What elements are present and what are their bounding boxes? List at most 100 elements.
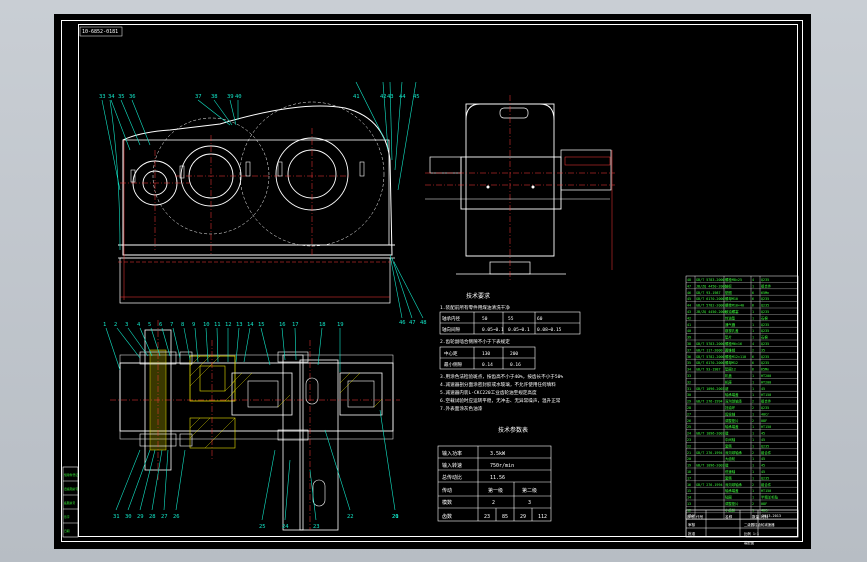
bom-cell: 40Cr — [761, 508, 769, 512]
balloon-25: 25 — [259, 524, 266, 530]
backlash-cell: 最小侧隙 — [444, 361, 462, 368]
spec-teeth-cell: 85 — [502, 514, 508, 520]
bom-cell: 1 — [752, 476, 754, 480]
bom-cell: GB/T 93-1987 — [696, 368, 721, 372]
left-strip-label: 借用件登记 — [64, 473, 78, 477]
bom-cell: 30 — [687, 393, 691, 397]
balloon-41: 41 — [353, 94, 360, 100]
bom-cell: 深沟球轴承 — [725, 450, 743, 455]
bom-cell: 1 — [752, 489, 754, 493]
clearance-header-cell: 50 — [482, 316, 488, 322]
bom-cell: 圆锥销 — [725, 347, 736, 352]
bom-cell: 套筒 — [725, 475, 732, 480]
bom-cell: 垫片 — [725, 335, 732, 340]
bom-cell: 螺栓M6×16 — [725, 341, 742, 346]
front-view — [101, 81, 424, 319]
balloon-22: 22 — [347, 514, 354, 520]
bom-cell: 垫圈12 — [725, 367, 736, 372]
balloon-17: 17 — [292, 322, 299, 328]
bom-cell: 17 — [687, 476, 691, 480]
spec-teeth-cell: 23 — [484, 514, 490, 520]
spec-stage-header: 第一级 — [488, 487, 503, 494]
title-block-label: 批准 — [688, 531, 696, 536]
corner-code: 10-6852-0181 — [82, 29, 118, 35]
bom-cell: HT150 — [761, 393, 771, 397]
bom-cell: Q235 — [761, 355, 769, 359]
balloon-8: 8 — [181, 322, 184, 328]
bom-cell: 1 — [752, 432, 754, 436]
bom-cell: 石棉 — [761, 335, 768, 340]
bom-cell: GB/T 6170-2000 — [696, 361, 725, 365]
tech-req-line: 3.用涂色法检验斑点，按齿高不小于40%，按齿长不小于50% — [440, 373, 563, 380]
bom-cell: 4 — [752, 278, 754, 282]
left-strip-label: 日期 — [64, 529, 70, 533]
bom-cell: 45 — [761, 457, 765, 461]
technical-requirements: 技术要求 1.装配前所有零件用煤油清洗干净2.齿轮副啮合侧隙不小于下表规定3.用… — [439, 292, 581, 412]
bom-cell: Q235 — [761, 297, 769, 301]
bom-cell: 35 — [687, 361, 691, 365]
balloon-33: 33 — [99, 94, 106, 100]
balloon-23: 23 — [313, 524, 320, 530]
bom-cell: 45 — [761, 470, 765, 474]
bom-cell: 2 — [752, 483, 754, 487]
bom-cell: 低速轴 — [725, 469, 736, 474]
bom-cell: Q235 — [761, 342, 769, 346]
balloon-38: 38 — [211, 94, 218, 100]
bom-cell: 46 — [687, 291, 691, 295]
bom-cell: 螺栓M10×40 — [725, 303, 744, 308]
bom-cell: 2 — [752, 419, 754, 423]
bom-cell: GB/T 5783-2000 — [696, 342, 725, 346]
bom-cell: Q235 — [761, 329, 769, 333]
bom-cell: 24 — [687, 432, 691, 436]
bom-cell: GB/T 5782-2000 — [696, 304, 725, 308]
bom-cell: 45 — [687, 297, 691, 301]
bom-cell: 油标 — [725, 283, 732, 288]
balloon-26: 26 — [173, 514, 180, 520]
tech-req-line: 7.外表面涂灰色油漆 — [440, 405, 483, 412]
balloon-4: 4 — [137, 322, 141, 328]
bom-header-cell: 材料 — [761, 514, 769, 519]
bom-cell: 34 — [687, 368, 691, 372]
bom-cell: GB/T 1096-2003 — [696, 387, 725, 391]
bom-cell: 1 — [752, 412, 754, 416]
tech-req-line: 2.齿轮副啮合侧隙不小于下表规定 — [440, 338, 510, 345]
bom-cell: 窥视孔盖 — [725, 328, 739, 333]
bom-cell: GB/T 93-1987 — [696, 291, 721, 295]
bom-cell: HT150 — [761, 425, 771, 429]
bom-cell: HT200 — [761, 374, 771, 378]
tech-req-title: 技术要求 — [466, 292, 490, 300]
backlash-header-cell: 中心距 — [444, 350, 458, 357]
bom-cell: GB/T 276-1994 — [696, 451, 723, 455]
bom-cell: 1 — [752, 464, 754, 468]
bom-cell: GB/T 1096-2003 — [696, 464, 725, 468]
bom-cell: 19 — [687, 464, 691, 468]
tech-req-lines: 1.装配前所有零件用煤油清洗干净2.齿轮副啮合侧隙不小于下表规定3.用涂色法检验… — [440, 304, 563, 412]
balloon-19: 19 — [337, 322, 344, 328]
bom-cell: Q235 — [761, 304, 769, 308]
bom-cell: Q235 — [761, 361, 769, 365]
balloon-11: 11 — [214, 322, 221, 328]
bom-cell: 1 — [752, 329, 754, 333]
bom-cell: Q235 — [761, 476, 769, 480]
spec-module-cell: 3 — [528, 500, 531, 506]
bom-cell: 半粗羊毛毡 — [761, 495, 779, 500]
balloon-21: 21 — [392, 514, 399, 520]
drawing-canvas[interactable] — [54, 14, 811, 549]
bom-cell: 1 — [752, 470, 754, 474]
bom-cell: 08F — [761, 502, 767, 506]
bom-cell: 组合件 — [761, 482, 772, 487]
bom-cell: 1 — [752, 387, 754, 391]
left-strip-label: 签字 — [64, 515, 70, 519]
bom-cell: 44 — [687, 304, 691, 308]
balloon-14: 14 — [247, 322, 254, 328]
bom-cell: 26 — [687, 419, 691, 423]
balloon-47: 47 — [409, 320, 416, 326]
bom-cell: 石棉 — [761, 315, 768, 320]
bom-header-cell: 数量 — [752, 514, 760, 519]
bom-cell: 6 — [752, 368, 754, 372]
balloon-3: 3 — [125, 322, 128, 328]
bom-cell: 25 — [687, 425, 691, 429]
